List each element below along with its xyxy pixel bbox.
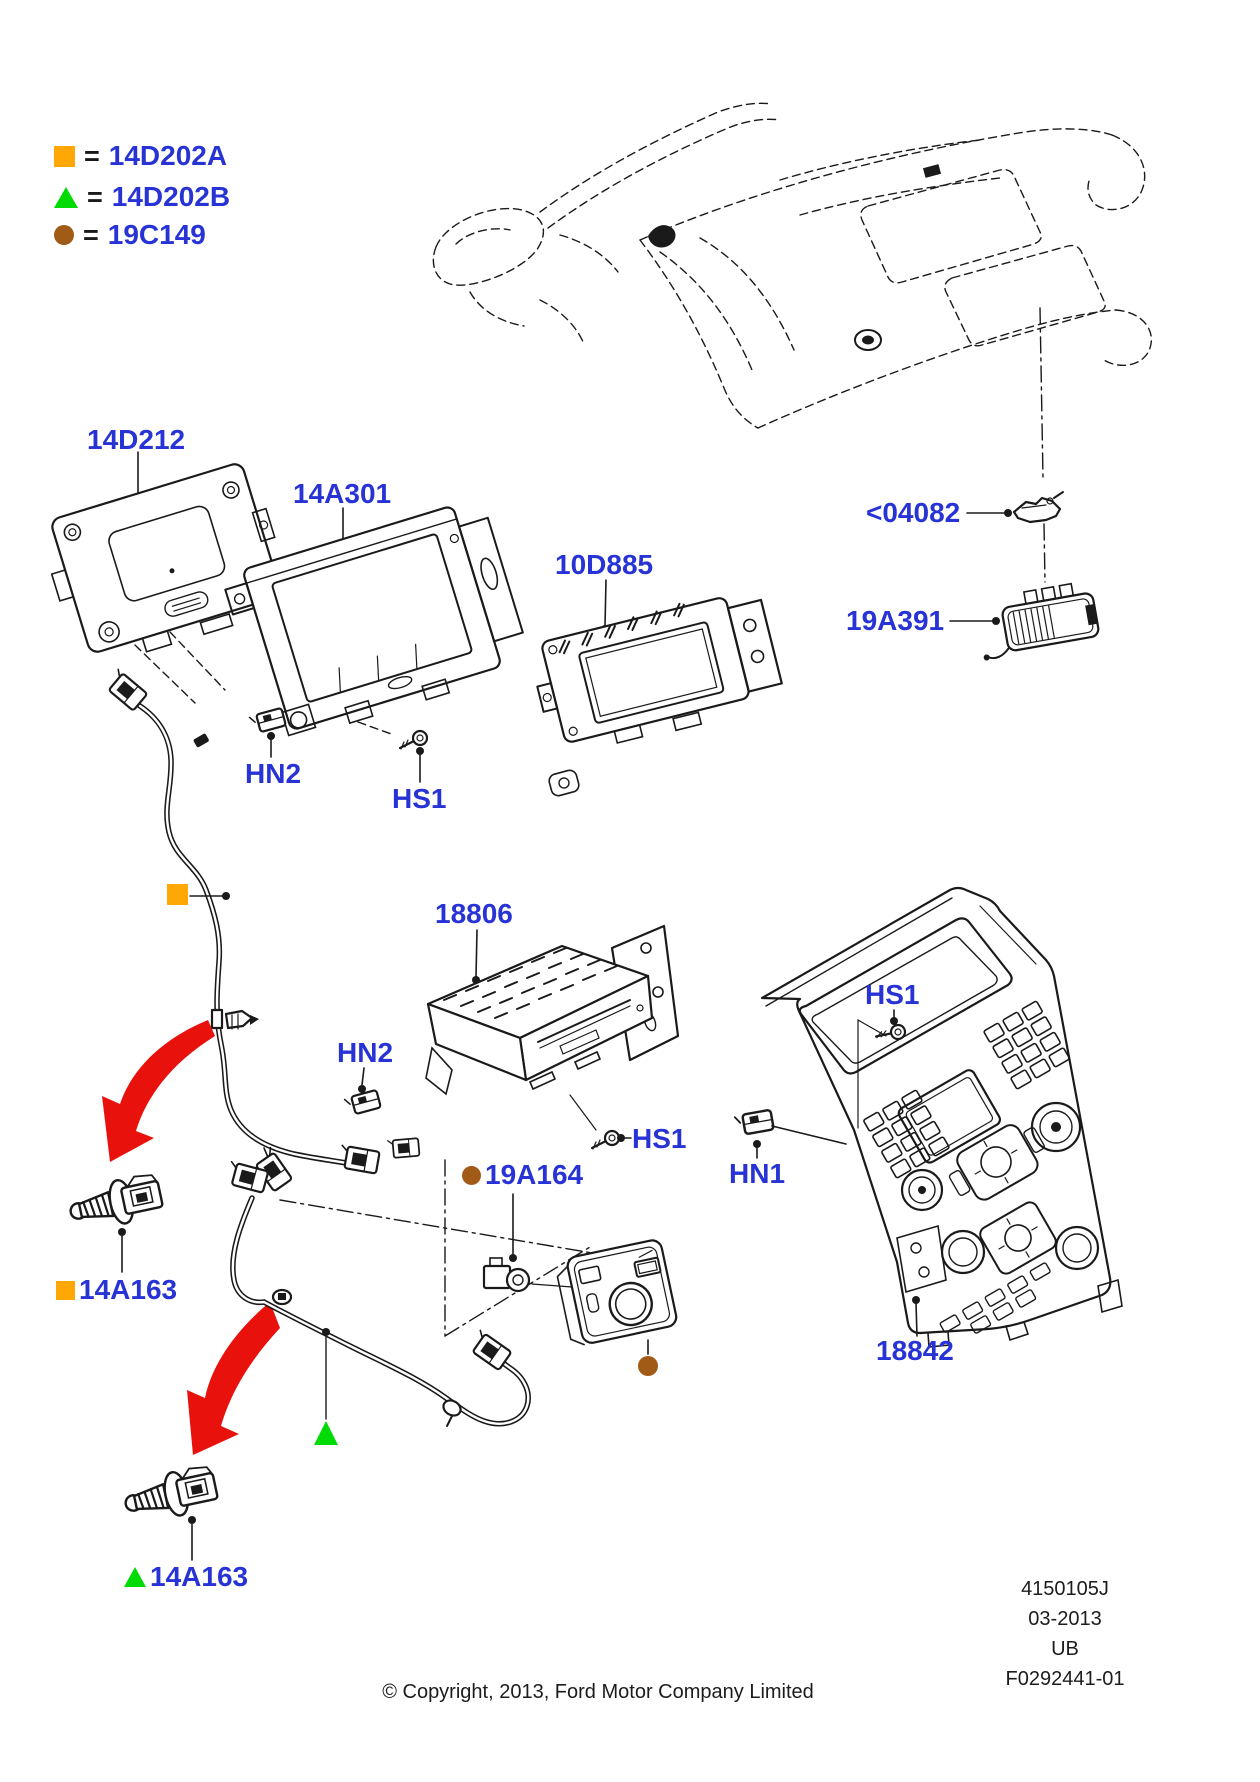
red-arrow-upper: [102, 1020, 215, 1162]
doc-ref: F0292441-01: [1005, 1668, 1125, 1690]
document-info-block: 4150105J 03-2013 UB F0292441-01: [955, 1574, 1175, 1694]
callout-hn2-upper: HN2: [245, 758, 302, 789]
fastener-hn2-upper: [248, 706, 287, 758]
fastener-hn1: [733, 1108, 847, 1159]
callout-14a163-text: 14A163: [79, 1274, 178, 1305]
legend-item-19c149: = 19C149: [54, 219, 206, 250]
copyright-line: © Copyright, 2013, Ford Motor Company Li…: [382, 1681, 814, 1703]
part-14a301-drawing: [224, 506, 524, 737]
callout-14a163-text: 14A163: [150, 1561, 249, 1592]
legend-code: 19C149: [107, 219, 206, 250]
callout-14d212: 14D212: [87, 424, 186, 455]
instrument-panel-phantom-drawing: [432, 102, 1152, 429]
doc-date: 03-2013: [1028, 1608, 1102, 1630]
wiring-harness-main-drawing: [102, 668, 421, 1193]
part-04082-drawing: [966, 491, 1064, 524]
callout-14a163-lower: 14A163: [124, 1563, 248, 1591]
brown-circle-icon: [54, 225, 74, 245]
legend-equals: =: [84, 140, 100, 171]
legend-item-14d202a: = 14D202A: [54, 140, 228, 171]
callout-hs1-radio: HS1: [632, 1123, 687, 1154]
centerline-upper: [1039, 307, 1044, 479]
callout-19a391: 19A391: [846, 605, 945, 636]
brown-circle-icon: [462, 1165, 481, 1185]
fastener-hn2-lower: [343, 1067, 382, 1117]
legend-equals: =: [83, 219, 99, 250]
callout-hn2-lower: HN2: [337, 1037, 394, 1068]
doc-code: UB: [1051, 1638, 1079, 1660]
callout-hs1-panel: HS1: [865, 979, 920, 1010]
orange-square-icon: [56, 1280, 75, 1300]
part-18842-drawing: [760, 886, 1123, 1348]
doc-number: 4150105J: [1021, 1578, 1109, 1600]
part-14a163-clip-lower-drawing: [120, 1462, 221, 1561]
callout-10d885: 10D885: [555, 549, 654, 580]
callout-14a163-upper: 14A163: [56, 1276, 177, 1304]
marker-14d202b-triangle: [314, 1328, 338, 1445]
callout-19a164-text: 19A164: [485, 1159, 584, 1190]
part-19a164-drawing: [482, 1193, 573, 1293]
part-14d212-drawing: [50, 451, 281, 704]
green-triangle-icon: [54, 186, 78, 208]
section-lines: [279, 1159, 599, 1337]
marker-19c149-circle: [638, 1356, 658, 1376]
red-arrow-lower: [187, 1302, 280, 1455]
centerline-lower: [1043, 523, 1046, 583]
callout-hn1: HN1: [729, 1158, 786, 1189]
callout-14a301: 14A301: [293, 478, 392, 509]
callout-hs1-upper: HS1: [392, 783, 447, 814]
marker-14d202a-square: [167, 884, 230, 905]
legend-code: 14D202B: [111, 181, 231, 212]
legend-equals: =: [87, 181, 103, 212]
green-triangle-icon: [124, 1567, 146, 1587]
callout-19a164: 19A164: [462, 1161, 583, 1189]
part-14a163-clip-upper-drawing: [65, 1170, 166, 1273]
fastener-hs1-upper: [357, 721, 429, 783]
orange-square-icon: [54, 145, 75, 167]
wiring-harness-lower-drawing: [224, 1160, 531, 1427]
callout-18806: 18806: [435, 898, 513, 929]
part-10d885-drawing: [536, 579, 783, 797]
fastener-hs1-radio: [590, 1129, 632, 1151]
fastener-hs1-panel: [857, 1009, 908, 1129]
part-19a391-drawing: [949, 582, 1100, 661]
callout-04082: <04082: [866, 497, 961, 528]
part-power-outlet-drawing: [556, 1239, 678, 1376]
legend-code: 14D202A: [108, 140, 228, 171]
legend-item-14d202b: = 14D202B: [54, 181, 231, 212]
callout-18842: 18842: [876, 1335, 954, 1366]
part-18806-drawing: [425, 924, 680, 1131]
